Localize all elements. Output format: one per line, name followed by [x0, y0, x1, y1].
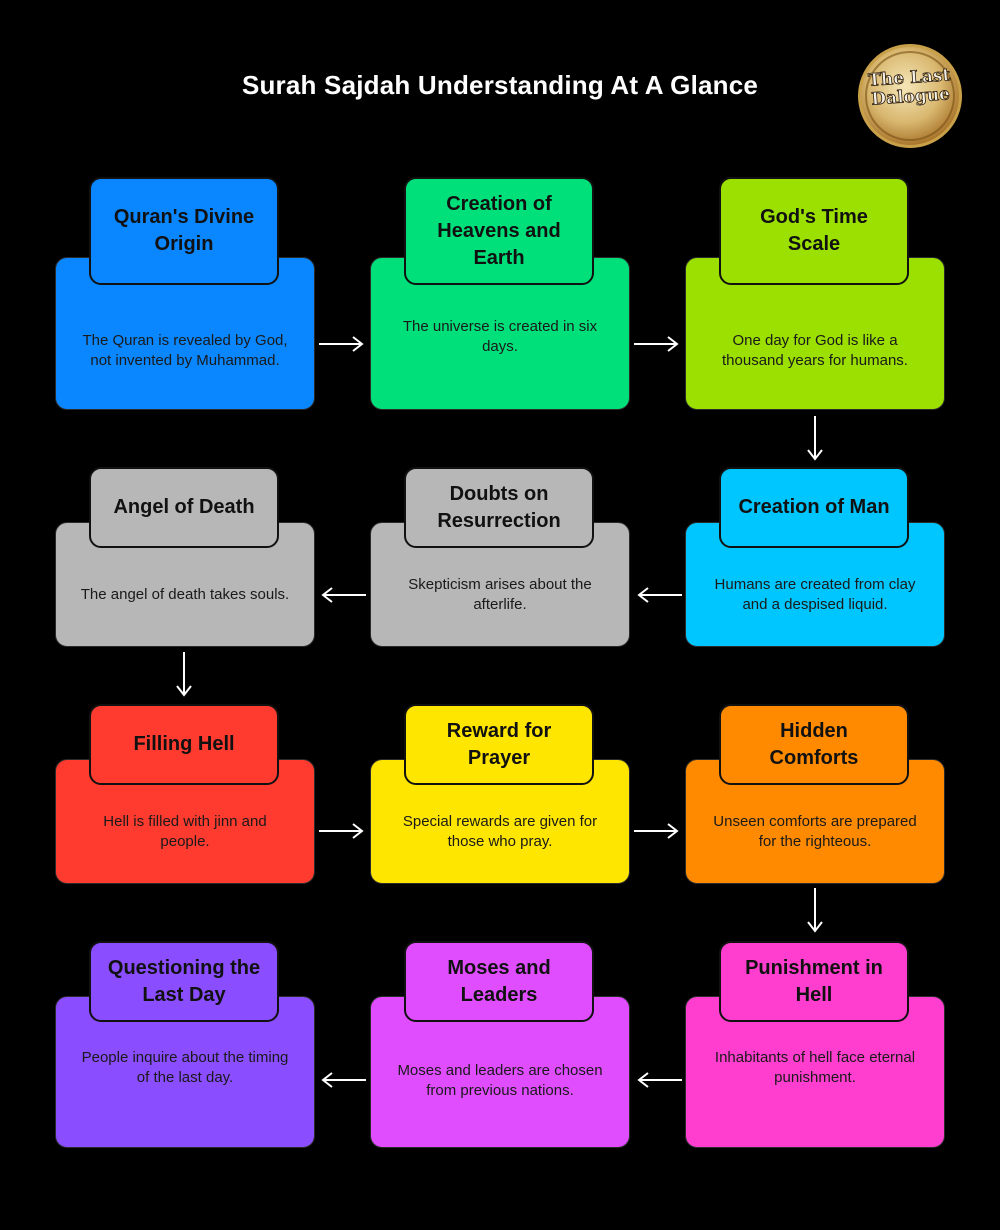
card-description: Hell is filled with jinn and people.: [103, 813, 267, 850]
logo-text: The Last Dalogue: [867, 65, 951, 110]
card-title-tab: Hidden Comforts: [719, 704, 909, 785]
card-title-tab: Doubts on Resurrection: [404, 467, 594, 548]
logo: The Last Dalogue: [858, 44, 962, 148]
arrow-right-icon: [632, 821, 680, 841]
arrow-left-icon: [320, 1070, 368, 1090]
card-title: Filling Hell: [133, 733, 235, 755]
arrow-right-icon: [317, 334, 365, 354]
arrow-left-icon: [636, 1070, 684, 1090]
arrow-down-icon: [805, 414, 825, 462]
arrow-left-icon: [636, 585, 684, 605]
card-description: Moses and leaders are chosen from previo…: [397, 1062, 603, 1099]
card-title-tab: Quran's Divine Origin: [89, 177, 279, 285]
card-title: Punishment in Hell: [745, 956, 883, 1006]
card-title: God's Time Scale: [760, 206, 868, 255]
card-title-tab: Filling Hell: [89, 704, 279, 785]
card-title-tab: Punishment in Hell: [719, 941, 909, 1022]
card-description: People inquire about the timing of the l…: [81, 1049, 289, 1086]
card-title-tab: Angel of Death: [89, 467, 279, 548]
card-description: Inhabitants of hell face eternal punishm…: [714, 1049, 916, 1086]
arrow-right-icon: [317, 821, 365, 841]
card-title: Creation of Heavens and Earth: [437, 192, 561, 269]
card-title: Moses and Leaders: [447, 956, 551, 1006]
card-title-tab: Questioning the Last Day: [89, 941, 279, 1022]
card-title: Angel of Death: [113, 496, 255, 518]
card-description: Special rewards are given for those who …: [402, 813, 598, 850]
card-description: The angel of death takes souls.: [80, 586, 290, 603]
card-title: Reward for Prayer: [446, 719, 552, 769]
arrow-left-icon: [320, 585, 368, 605]
arrow-right-icon: [632, 334, 680, 354]
card-title-tab: God's Time Scale: [719, 177, 909, 285]
card-title-tab: Creation of Heavens and Earth: [404, 177, 594, 285]
card-description: The Quran is revealed by God, not invent…: [82, 332, 288, 369]
card-title: Creation of Man: [738, 496, 890, 518]
card-description: Humans are created from clay and a despi…: [714, 576, 916, 613]
card-title-tab: Moses and Leaders: [404, 941, 594, 1022]
page-title: Surah Sajdah Understanding At A Glance: [241, 70, 759, 100]
card-title: Quran's Divine Origin: [113, 206, 255, 255]
card-title: Hidden Comforts: [769, 719, 859, 769]
card-title: Questioning the Last Day: [107, 956, 261, 1006]
card-description: The universe is created in six days.: [402, 318, 598, 355]
card-description: Skepticism arises about the afterlife.: [408, 576, 592, 613]
card-title-tab: Creation of Man: [719, 467, 909, 548]
card-title: Doubts on Resurrection: [437, 482, 561, 532]
arrow-down-icon: [805, 886, 825, 934]
arrow-down-icon: [174, 650, 194, 698]
card-description: One day for God is like a thousand years…: [722, 332, 908, 369]
card-description: Unseen comforts are prepared for the rig…: [713, 813, 917, 850]
card-title-tab: Reward for Prayer: [404, 704, 594, 785]
